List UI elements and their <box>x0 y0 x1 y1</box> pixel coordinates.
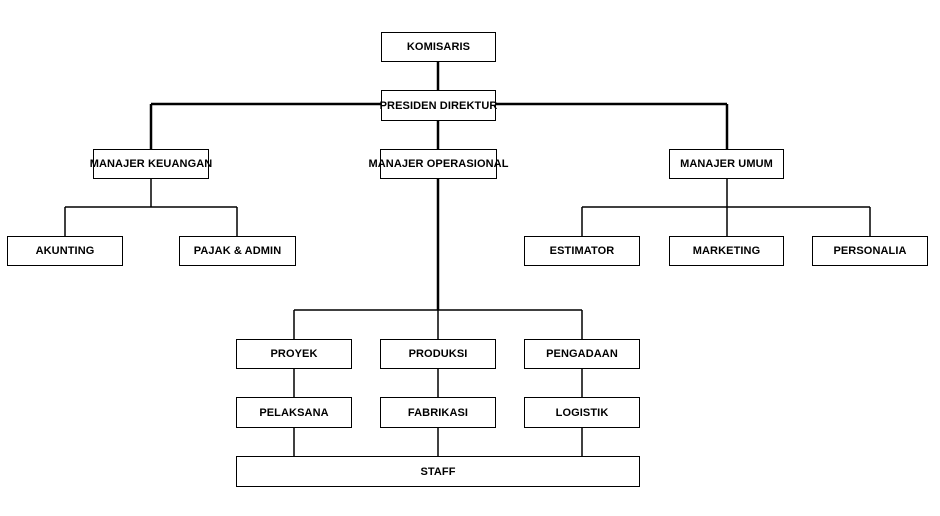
node-manajer-umum: MANAJER UMUM <box>669 149 784 179</box>
node-pelaksana: PELAKSANA <box>236 397 352 428</box>
node-estimator: ESTIMATOR <box>524 236 640 266</box>
node-manajer-keuangan: MANAJER KEUANGAN <box>90 149 212 179</box>
node-pengadaan: PENGADAAN <box>524 339 640 369</box>
node-presiden-direktur: PRESIDEN DIREKTUR <box>380 90 497 121</box>
node-logistik: LOGISTIK <box>524 397 640 428</box>
node-produksi: PRODUKSI <box>380 339 496 369</box>
node-akunting: AKUNTING <box>7 236 123 266</box>
node-fabrikasi: FABRIKASI <box>380 397 496 428</box>
node-komisaris: KOMISARIS <box>381 32 496 62</box>
node-pajak-admin: PAJAK & ADMIN <box>179 236 296 266</box>
node-personalia: PERSONALIA <box>812 236 928 266</box>
node-proyek: PROYEK <box>236 339 352 369</box>
node-staff: STAFF <box>236 456 640 487</box>
node-marketing: MARKETING <box>669 236 784 266</box>
node-manajer-operasional: MANAJER OPERASIONAL <box>368 149 508 179</box>
